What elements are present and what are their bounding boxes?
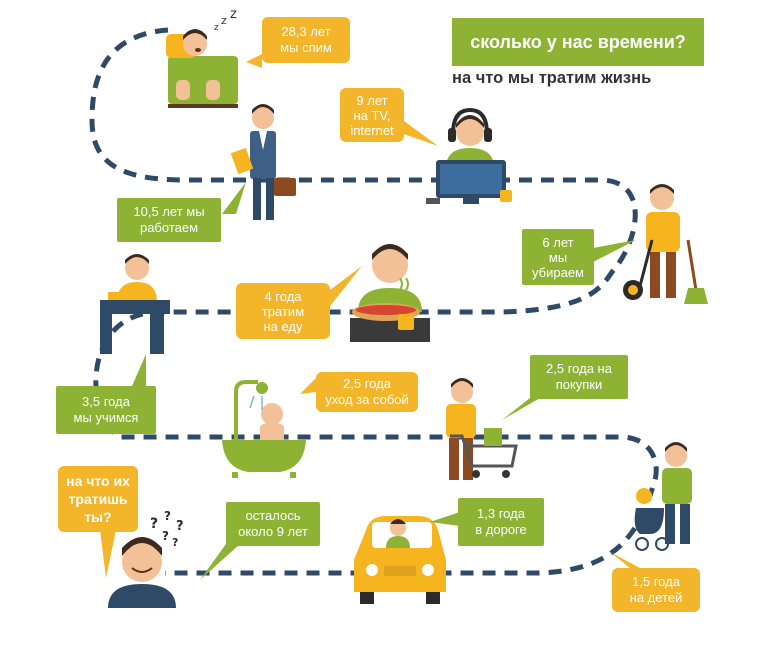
- bubble-work: 10,5 лет мы работаем: [117, 198, 221, 242]
- svg-text:z: z: [221, 14, 227, 27]
- bubble-line: в дороге: [475, 522, 527, 537]
- bubble-sleep: 28,3 лет мы спим: [262, 17, 350, 63]
- cleaning-man-icon: [623, 184, 708, 304]
- bubble-line: на TV,: [353, 107, 391, 123]
- bubble-line: тратишь: [68, 491, 128, 507]
- bubble-line: internet: [350, 122, 394, 138]
- bubble-line: 1,3 года: [477, 506, 525, 521]
- bubble-tv: 9 лет на TV, internet: [340, 88, 404, 142]
- page-subtitle: на что мы тратим жизнь: [452, 69, 652, 87]
- shower-bath-icon: [222, 380, 306, 478]
- page-title: сколько у нас времени?: [452, 18, 704, 66]
- life-path: [89, 27, 659, 576]
- bubble-line: 4 года: [264, 288, 302, 304]
- bubble-line: 9 лет: [356, 92, 388, 108]
- svg-text:?: ?: [172, 536, 178, 549]
- bubble-selfcare: 2,5 года уход за собой: [316, 372, 418, 412]
- bubble-line: 10,5 лет мы: [133, 204, 205, 219]
- svg-text:?: ?: [164, 509, 171, 523]
- svg-text:?: ?: [176, 519, 184, 534]
- bubble-line: 2,5 года: [343, 376, 391, 391]
- bubble-line: работаем: [139, 220, 199, 235]
- bubble-shopping: 2,5 года на покупки: [530, 355, 628, 399]
- bubble-clean: 6 лет мы убираем: [522, 229, 594, 285]
- computer-user-icon: [426, 107, 512, 204]
- bubble-food: 4 года тратим на еду: [236, 283, 330, 339]
- bubble-line: 1,5 года: [632, 574, 680, 589]
- stroller-man-icon: [634, 442, 692, 551]
- driving-car-icon: [354, 516, 446, 604]
- bubble-line: ты?: [84, 509, 112, 525]
- sleeping-man-icon: z z z: [166, 7, 238, 108]
- bubble-line: 6 лет: [542, 234, 574, 250]
- svg-text:?: ?: [150, 516, 158, 532]
- bubble-tails: [100, 54, 640, 580]
- eating-man-icon: [350, 244, 430, 342]
- bubble-line: 2,5 года на: [546, 361, 612, 376]
- bubble-line: мы спим: [280, 40, 332, 55]
- bubble-line: мы учимся: [73, 410, 139, 425]
- svg-text:z: z: [214, 23, 219, 33]
- bubble-line: осталось: [245, 508, 301, 523]
- bubble-line: 28,3 лет: [281, 24, 331, 39]
- question-marks-icon: ? ? ? ? ?: [150, 509, 184, 549]
- bubble-line: на детей: [629, 590, 683, 605]
- bubble-line: уход за собой: [325, 392, 409, 407]
- bubble-line: мы: [548, 249, 568, 265]
- bubble-line: покупки: [555, 377, 603, 392]
- bubble-line: на еду: [263, 318, 303, 334]
- shopping-cart-icon: [446, 378, 518, 480]
- bubble-line: на что их: [66, 473, 130, 489]
- bubble-road: 1,3 года в дороге: [458, 498, 544, 546]
- bubble-study: 3,5 года мы учимся: [56, 386, 156, 434]
- smiling-man-icon: [108, 537, 176, 608]
- svg-text:z: z: [230, 7, 237, 22]
- bubble-kids: 1,5 года на детей: [612, 568, 700, 612]
- svg-text:?: ?: [162, 529, 169, 543]
- bubble-question: на что их тратишь ты?: [58, 466, 138, 532]
- bubble-line: 3,5 года: [82, 394, 130, 409]
- bubble-line: около 9 лет: [238, 524, 308, 539]
- bubble-line: тратим: [261, 303, 305, 319]
- businessman-icon: [230, 104, 296, 220]
- student-desk-icon: [100, 254, 170, 354]
- bubble-line: убираем: [532, 264, 584, 280]
- bubble-remaining: осталось около 9 лет: [226, 502, 320, 546]
